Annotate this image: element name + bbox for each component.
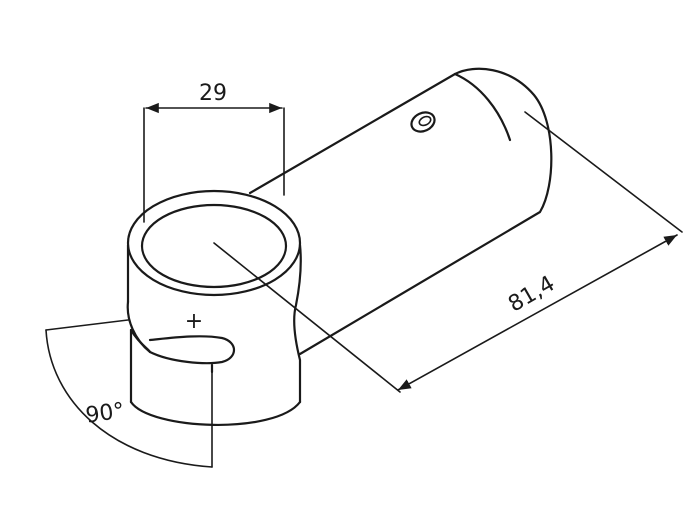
angle-label: 90° xyxy=(84,398,126,428)
length-label: 81,4 xyxy=(504,271,559,317)
center-mark: + xyxy=(185,309,203,334)
length-dimension: 81,4 xyxy=(213,111,683,393)
angle-dimension: 90° xyxy=(45,319,213,468)
diameter-label: 29 xyxy=(199,81,227,106)
screw-hole xyxy=(410,111,436,133)
tube-body xyxy=(248,67,553,356)
sleeve-cylinder xyxy=(126,189,302,426)
diameter-dimension: 29 xyxy=(143,81,285,223)
